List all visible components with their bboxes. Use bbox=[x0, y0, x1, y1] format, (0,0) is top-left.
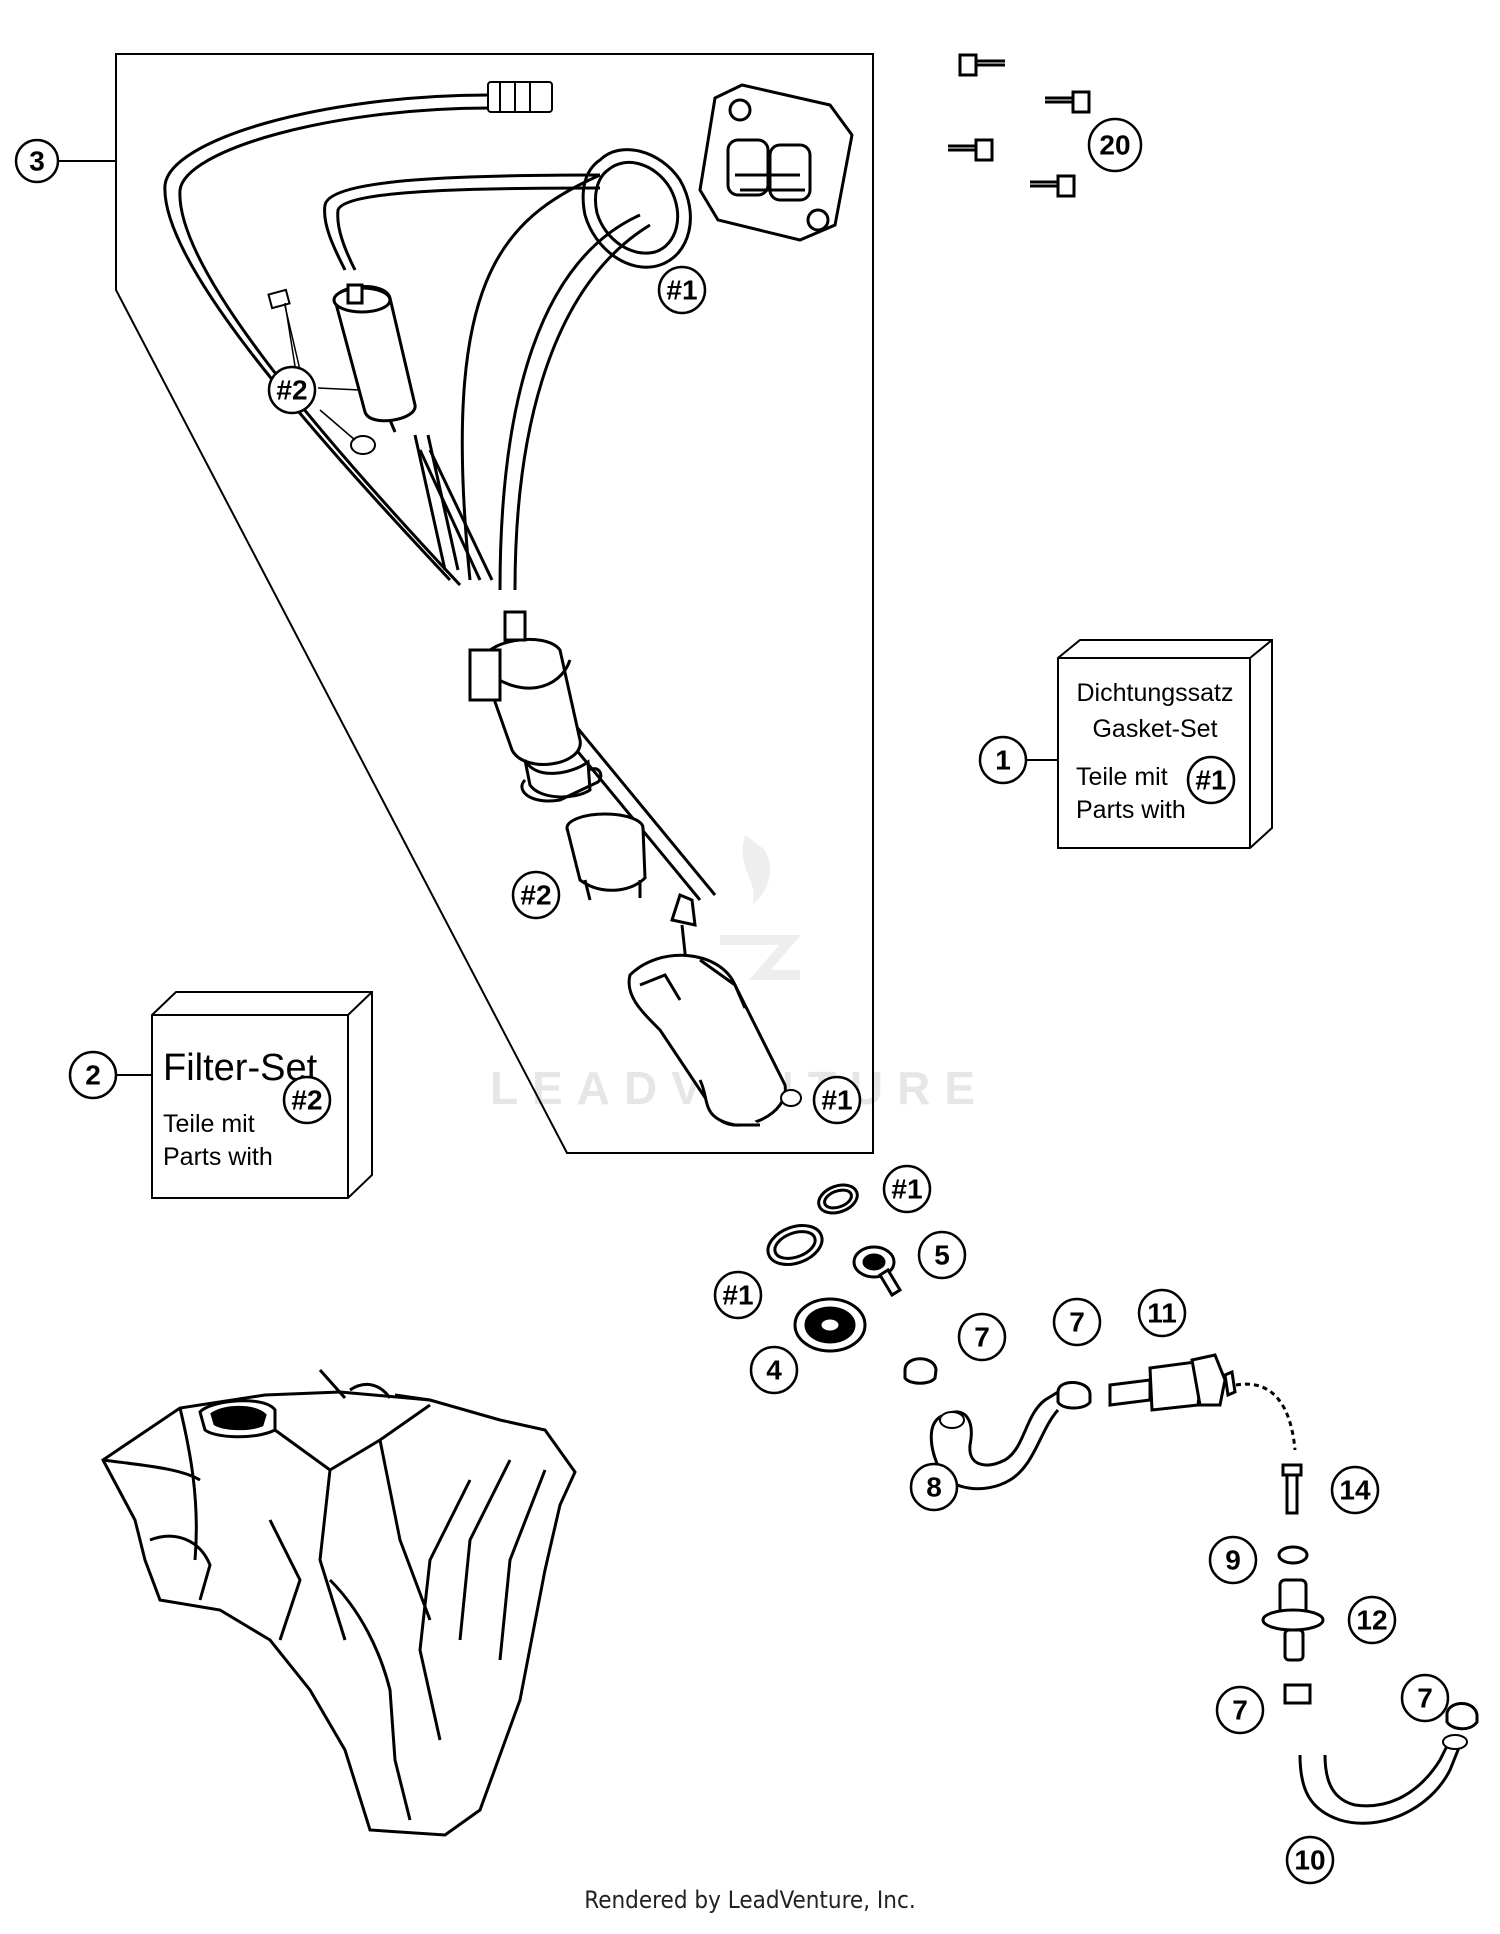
fuel-pump bbox=[468, 610, 603, 803]
fuel-pump-assembly-outline bbox=[115, 53, 874, 1154]
quick-connector bbox=[1108, 1353, 1297, 1451]
callout-2a-leader-filter bbox=[317, 387, 361, 391]
callout-14-label: 14 bbox=[1339, 1475, 1371, 1506]
seal-rings bbox=[766, 1183, 859, 1266]
gasket-box-line4: Parts with bbox=[1076, 796, 1186, 824]
pump-flange bbox=[698, 83, 854, 242]
callout-2-in-box: #2 bbox=[282, 1075, 332, 1125]
filter-box-line1: Teile mit bbox=[163, 1110, 255, 1138]
callout-1c-label: #1 bbox=[891, 1174, 922, 1205]
hose-10 bbox=[1298, 1739, 1462, 1825]
flange-part-4 bbox=[793, 1297, 867, 1353]
callout-4-label: 4 bbox=[766, 1355, 782, 1386]
small-filter-part-top bbox=[267, 288, 291, 310]
callout-4: 4 bbox=[749, 1345, 799, 1395]
wire-connector bbox=[487, 81, 553, 113]
callout-7b: 7 bbox=[1052, 1297, 1102, 1347]
callout-1-in-box: #1 bbox=[1186, 755, 1236, 805]
o-ring-9 bbox=[1277, 1545, 1309, 1565]
callout-gasket-1d: #1 bbox=[713, 1270, 763, 1320]
callout-7b-label: 7 bbox=[1069, 1307, 1085, 1338]
callout-20-label: 20 bbox=[1099, 130, 1130, 161]
pin-14 bbox=[1281, 1463, 1303, 1515]
callout-1a-label: #1 bbox=[666, 275, 697, 306]
bolts bbox=[948, 53, 1091, 198]
leader-lines bbox=[284, 302, 296, 367]
callout-7d-label: 7 bbox=[1417, 1683, 1433, 1714]
callout-8: 8 bbox=[909, 1462, 959, 1512]
callout-filter-2b: #2 bbox=[511, 870, 561, 920]
callout-7a-label: 7 bbox=[974, 1322, 990, 1353]
callout-10-label: 10 bbox=[1294, 1845, 1325, 1876]
gasket-set-box: Dichtungssatz Gasket-Set Teile mit Parts… bbox=[1057, 639, 1273, 849]
small-filter-part-bottom bbox=[350, 435, 376, 455]
callout-1d-label: #1 bbox=[722, 1280, 753, 1311]
fitting-12 bbox=[1261, 1578, 1325, 1662]
fuel-tank bbox=[101, 1369, 577, 1837]
callout-gasket-1c: #1 bbox=[882, 1164, 932, 1214]
callout-1-label: 1 bbox=[995, 745, 1011, 776]
callout-9: 9 bbox=[1208, 1535, 1258, 1585]
callout-7c: 7 bbox=[1215, 1685, 1265, 1735]
gasket-box-line1: Dichtungssatz bbox=[1076, 679, 1233, 707]
callout-20: 20 bbox=[1087, 117, 1143, 173]
gasket-box-line2: Gasket-Set bbox=[1092, 715, 1217, 743]
callout-10: 10 bbox=[1285, 1835, 1335, 1885]
callout-2-label: 2 bbox=[85, 1060, 101, 1091]
callout-8-label: 8 bbox=[926, 1472, 942, 1503]
callout-2-inbox-label: #2 bbox=[291, 1085, 322, 1116]
callout-3: 3 bbox=[14, 138, 60, 184]
callout-2a-leader-bottom bbox=[319, 409, 356, 441]
hose-8-end bbox=[939, 1411, 965, 1429]
callout-2a-label: #2 bbox=[276, 375, 307, 406]
callout-7c-label: 7 bbox=[1232, 1695, 1248, 1726]
hose-clamps bbox=[903, 1357, 1479, 1731]
footer-credit: Rendered by LeadVenture, Inc. bbox=[584, 1886, 916, 1914]
flange-part-5 bbox=[852, 1245, 903, 1298]
callout-5: 5 bbox=[917, 1230, 967, 1280]
callouts: 3 #1 #2 #2 #1 20 1 #1 2 #2 #1 #1 5 4 7 7… bbox=[14, 117, 1450, 1885]
callout-14: 14 bbox=[1330, 1465, 1380, 1515]
small-oring bbox=[780, 1089, 802, 1107]
callout-gasket-1b: #1 bbox=[812, 1075, 862, 1125]
callout-filter-2a: #2 bbox=[267, 365, 317, 415]
flange-gasket bbox=[581, 148, 692, 269]
callout-7d: 7 bbox=[1400, 1673, 1450, 1723]
fuel-strainer bbox=[627, 892, 787, 1127]
callout-11: 11 bbox=[1137, 1288, 1187, 1338]
callout-11-label: 11 bbox=[1147, 1298, 1177, 1329]
callout-1: 1 bbox=[978, 735, 1028, 785]
callout-12: 12 bbox=[1347, 1595, 1397, 1645]
hose-10-end bbox=[1442, 1734, 1468, 1750]
callout-1-inbox-label: #1 bbox=[1195, 765, 1226, 796]
filter-set-box: Filter-Set Teile mit Parts with bbox=[151, 991, 373, 1199]
callout-9-label: 9 bbox=[1225, 1545, 1241, 1576]
filter-sleeve bbox=[565, 812, 647, 901]
callout-12-label: 12 bbox=[1356, 1605, 1387, 1636]
inline-fuel-filter bbox=[332, 283, 460, 571]
callout-3-label: 3 bbox=[29, 146, 45, 177]
callout-7a: 7 bbox=[957, 1312, 1007, 1362]
callout-2: 2 bbox=[68, 1050, 118, 1100]
callout-1b-label: #1 bbox=[821, 1085, 852, 1116]
fuel-lines bbox=[163, 93, 717, 901]
gasket-box-line3: Teile mit bbox=[1076, 763, 1168, 791]
callout-2b-label: #2 bbox=[520, 880, 551, 911]
filter-box-line2: Parts with bbox=[163, 1143, 273, 1171]
callout-gasket-1a: #1 bbox=[657, 265, 707, 315]
callout-5-label: 5 bbox=[934, 1240, 950, 1271]
